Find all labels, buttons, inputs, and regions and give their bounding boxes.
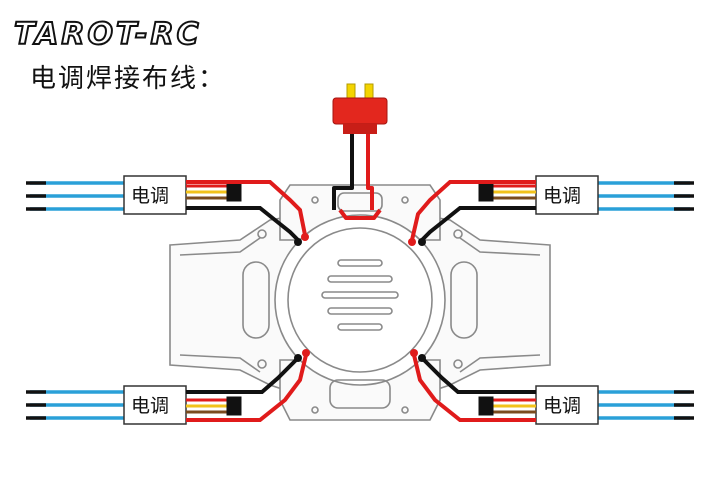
esc-label-bottom-left: 电调 xyxy=(131,395,169,417)
esc-bottom-left: 电调 xyxy=(26,354,308,425)
page-title: 电调焊接布线： xyxy=(30,64,227,94)
main-power-wires xyxy=(332,134,382,220)
tarot-rc-logo: TAROT-RC xyxy=(13,17,202,52)
solder-pads xyxy=(294,233,426,362)
signal-wires-bottom-right xyxy=(478,396,536,416)
esc-top-right: 电调 xyxy=(410,175,694,242)
motor-wires-top-left xyxy=(26,181,124,211)
esc-top-left: 电调 xyxy=(26,175,307,242)
esc-label-top-right: 电调 xyxy=(543,185,581,207)
motor-wires-top-right xyxy=(598,181,694,211)
signal-wires-top-right xyxy=(478,182,536,202)
signal-wires-bottom-left xyxy=(186,396,242,416)
motor-wires-bottom-right xyxy=(598,390,694,420)
xt-connector xyxy=(332,83,388,134)
motor-wires-bottom-left xyxy=(26,390,124,420)
esc-bottom-right: 电调 xyxy=(412,354,694,425)
esc-label-bottom-right: 电调 xyxy=(543,395,581,417)
signal-wires-top-left xyxy=(186,182,242,202)
esc-label-top-left: 电调 xyxy=(131,185,169,207)
frame-plate xyxy=(169,184,551,421)
